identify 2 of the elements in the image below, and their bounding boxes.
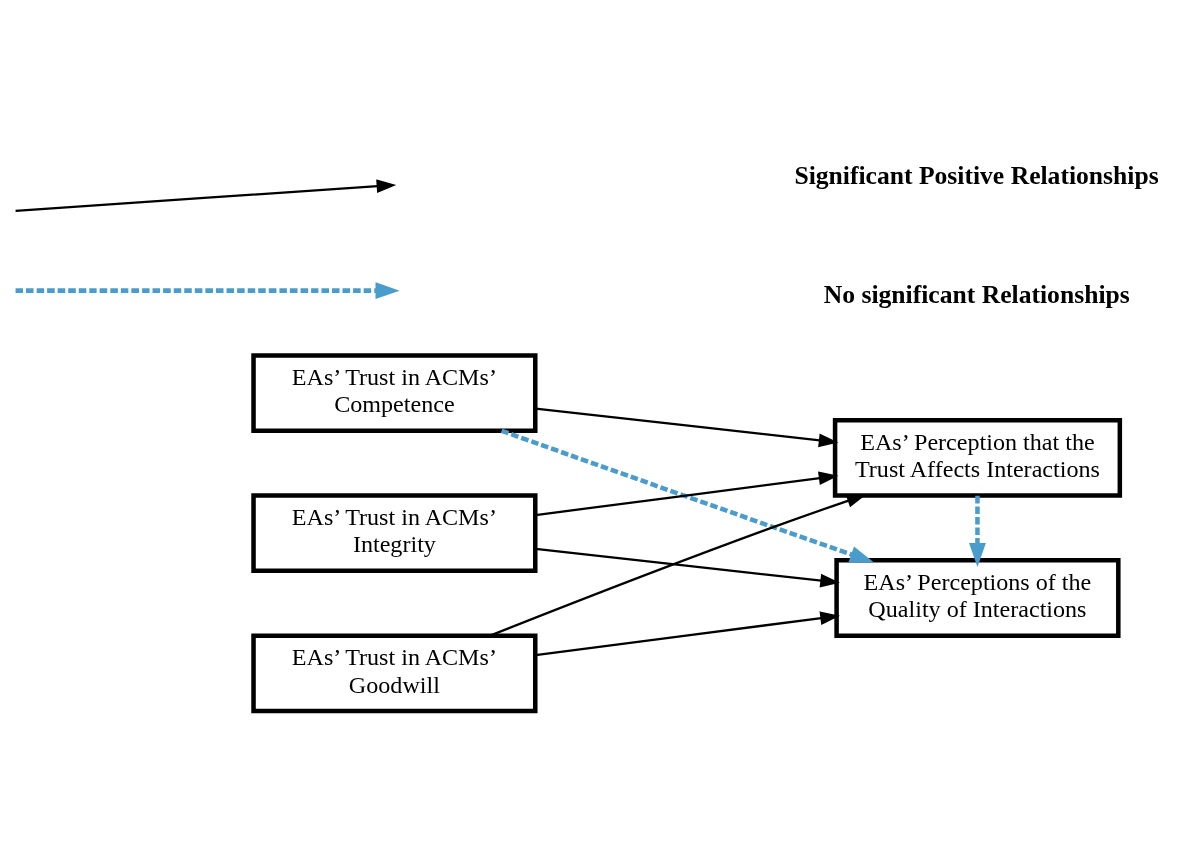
legend-label: No significant Relationships bbox=[823, 279, 1130, 309]
legend-label: Significant Positive Relationships bbox=[794, 160, 1159, 190]
